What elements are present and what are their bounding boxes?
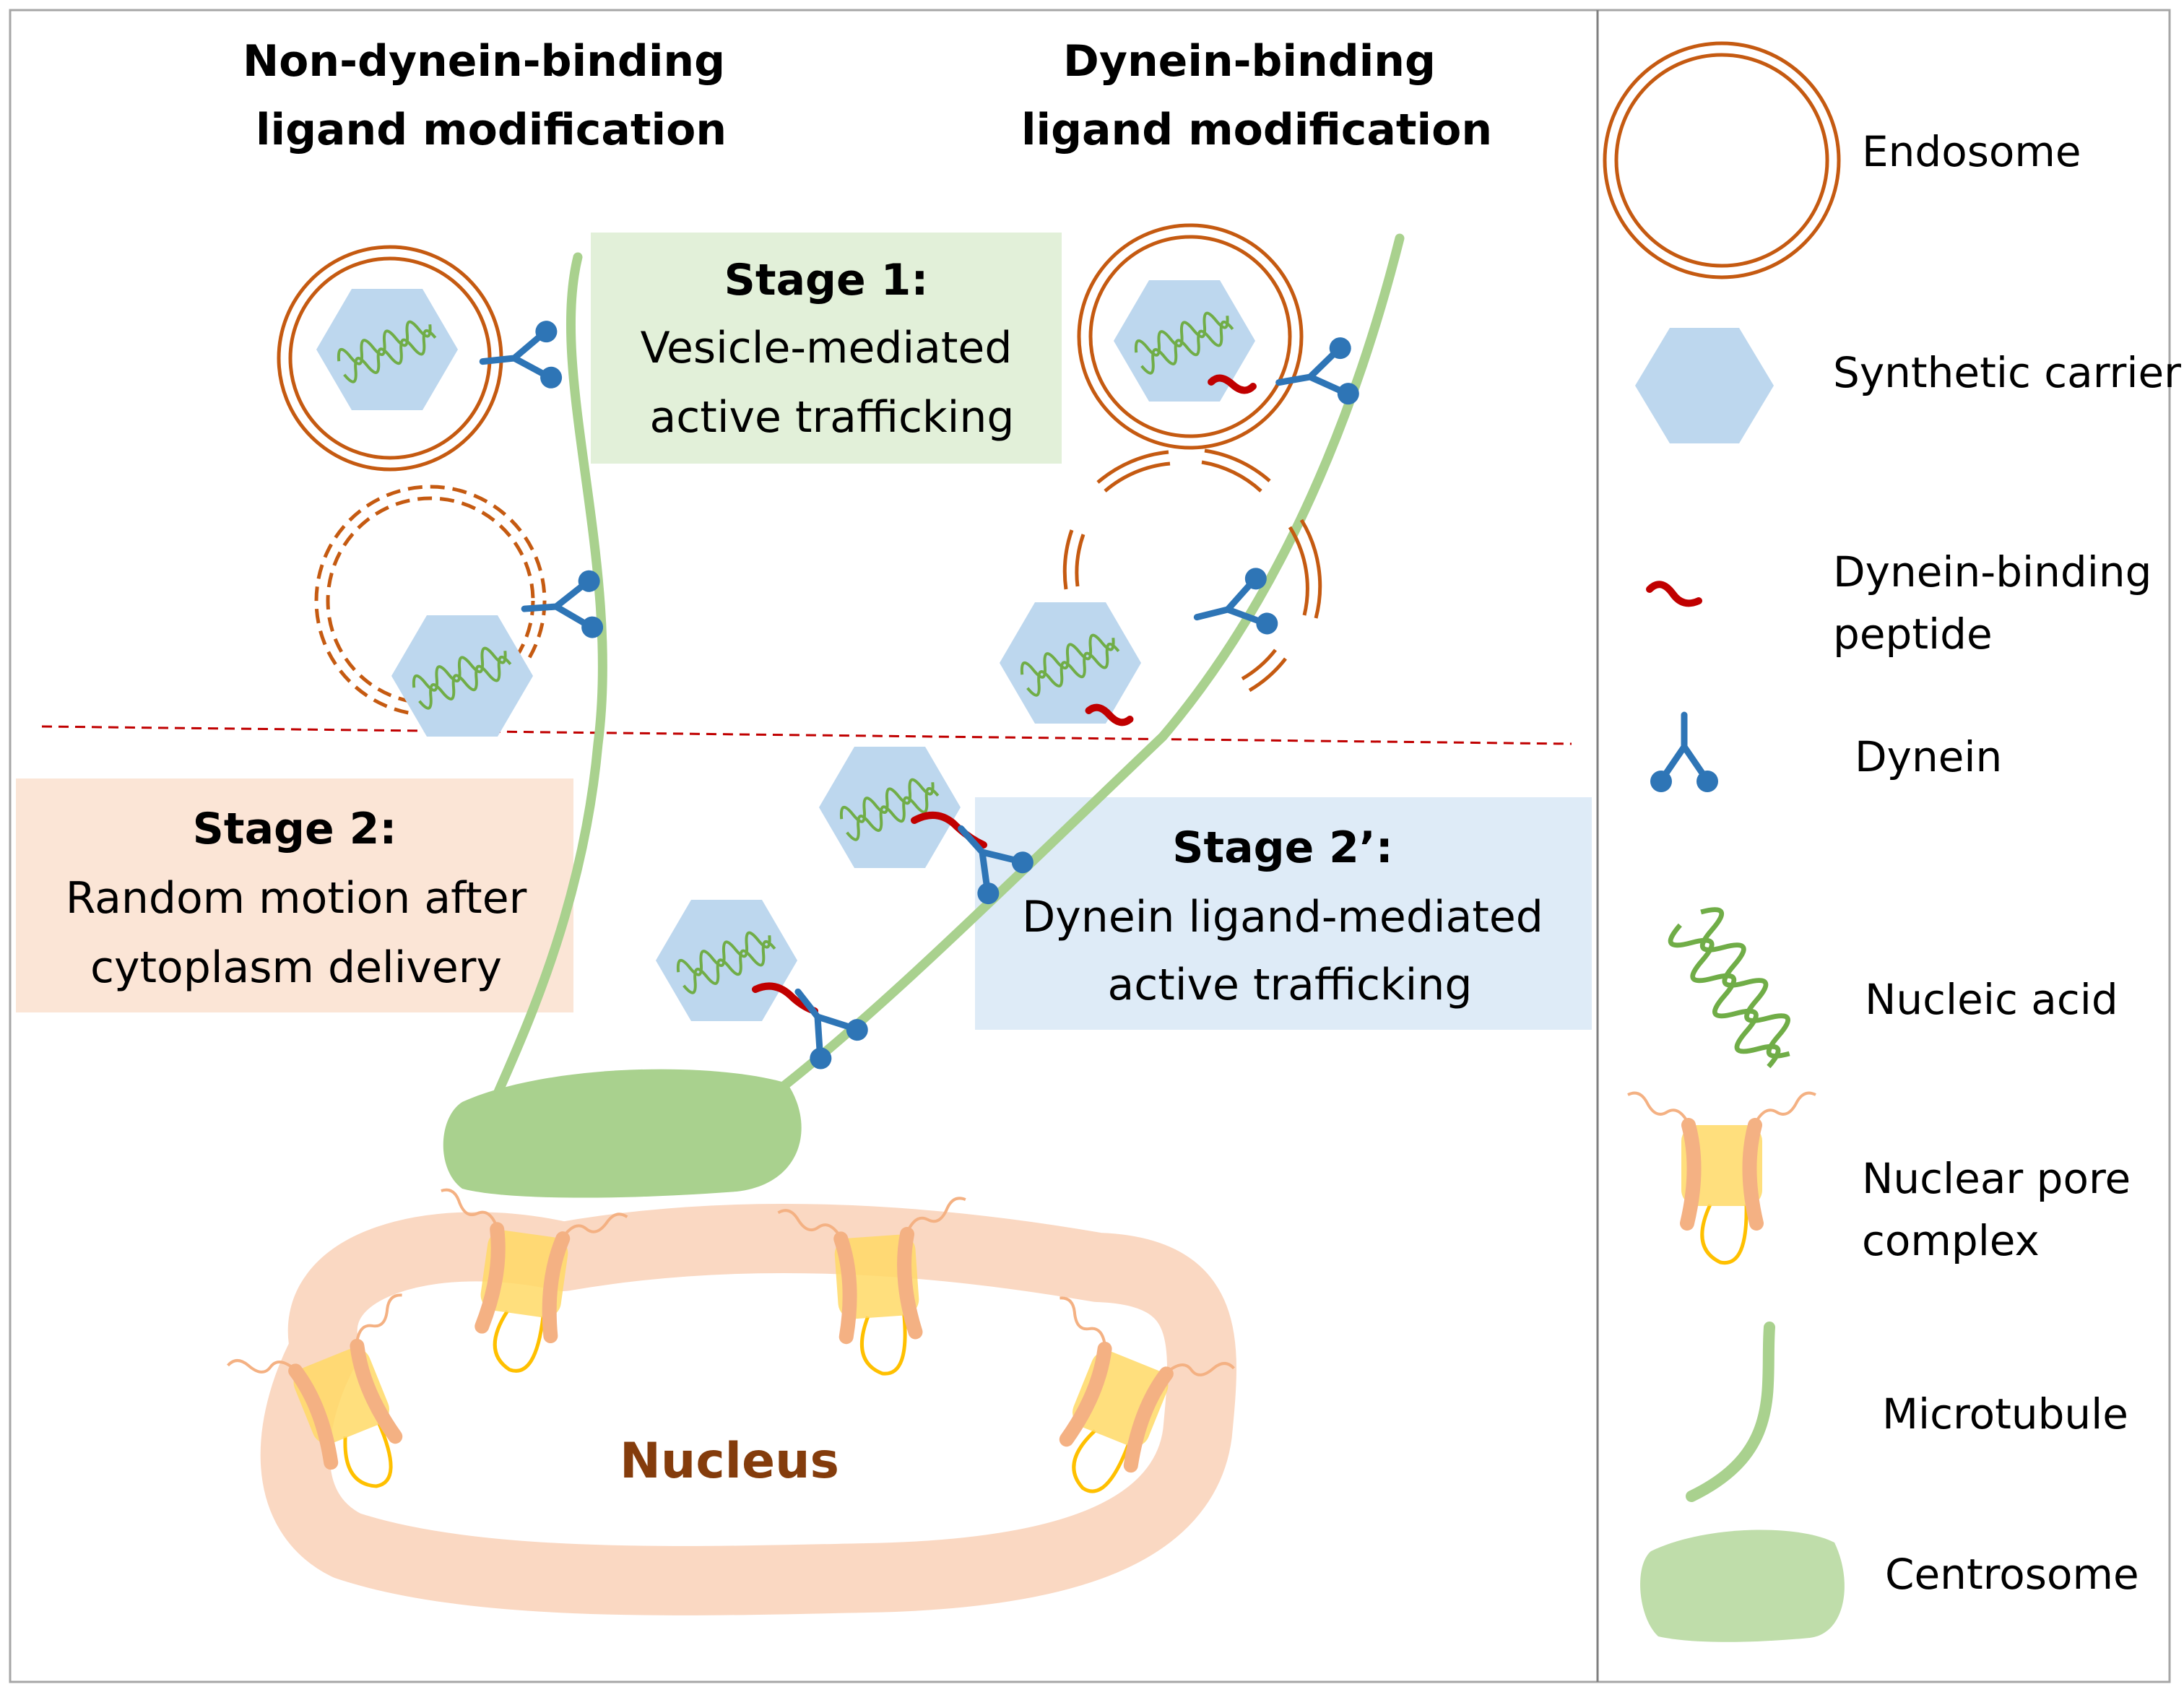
right-heading-line2: ligand modification <box>1021 105 1492 155</box>
centrosome <box>443 1069 802 1198</box>
left-heading-line1: Non-dynein-binding <box>243 36 725 87</box>
legend-item-nuclear-pore-complex: Nuclear pore complex <box>1628 1093 2131 1265</box>
stage2p-box <box>975 797 1592 1030</box>
endosome-icon <box>1603 41 1841 279</box>
stage1-line1: Vesicle-mediated <box>641 323 1013 373</box>
legend-label: Nuclear pore <box>1862 1154 2131 1203</box>
right-intact-endosome <box>1077 223 1304 450</box>
legend: Endosome Synthetic carrier Dynein-bindin… <box>1603 41 2181 1642</box>
legend-label: Synthetic carrier <box>1833 348 2181 397</box>
nucleus-label: Nucleus <box>620 1433 839 1490</box>
legend-label-line2: complex <box>1862 1216 2040 1265</box>
synthetic-carrier-icon <box>1635 328 1774 443</box>
legend-item-microtubule: Microtubule <box>1686 1322 2128 1502</box>
legend-item-nucleic-acid: Nucleic acid <box>1665 903 2118 1075</box>
legend-item-dynein-binding-peptide: Dynein-binding peptide <box>1646 547 2152 659</box>
stage1-line2: active trafficking <box>650 392 1015 443</box>
stage2p-line1: Dynein ligand-mediated <box>1022 892 1543 942</box>
legend-label: Endosome <box>1862 127 2081 176</box>
legend-label: Dynein-binding <box>1833 547 2152 596</box>
legend-item-centrosome: Centrosome <box>1640 1530 2139 1642</box>
stage1-title: Stage 1: <box>724 255 929 305</box>
stage2-line1: Random motion after <box>66 873 527 924</box>
legend-label: Dynein <box>1855 732 2002 781</box>
stage2-box <box>16 778 573 1012</box>
left-heading-line2: ligand modification <box>256 105 727 155</box>
stage2-title: Stage 2: <box>193 804 397 854</box>
legend-label: Nucleic acid <box>1865 975 2118 1024</box>
stage1-box <box>591 233 1062 464</box>
legend-item-endosome: Endosome <box>1603 41 2081 279</box>
dynein-binding-peptide-icon <box>1646 581 1702 607</box>
microtubule-icon <box>1686 1322 1775 1502</box>
legend-label: Microtubule <box>1882 1389 2128 1439</box>
legend-label-line2: peptide <box>1833 609 1993 659</box>
legend-label: Centrosome <box>1885 1550 2139 1599</box>
right-heading-line1: Dynein-binding <box>1063 36 1436 87</box>
stage-divider-line <box>41 725 1572 745</box>
centrosome-icon <box>1640 1530 1845 1642</box>
stage2p-line2: active trafficking <box>1108 960 1473 1010</box>
stage2p-title: Stage 2’: <box>1172 823 1392 873</box>
legend-item-synthetic-carrier: Synthetic carrier <box>1635 328 2181 443</box>
nucleus: Nucleus <box>228 1189 1235 1615</box>
left-microtubule <box>493 252 607 1097</box>
stage2-line2: cytoplasm delivery <box>90 942 502 993</box>
